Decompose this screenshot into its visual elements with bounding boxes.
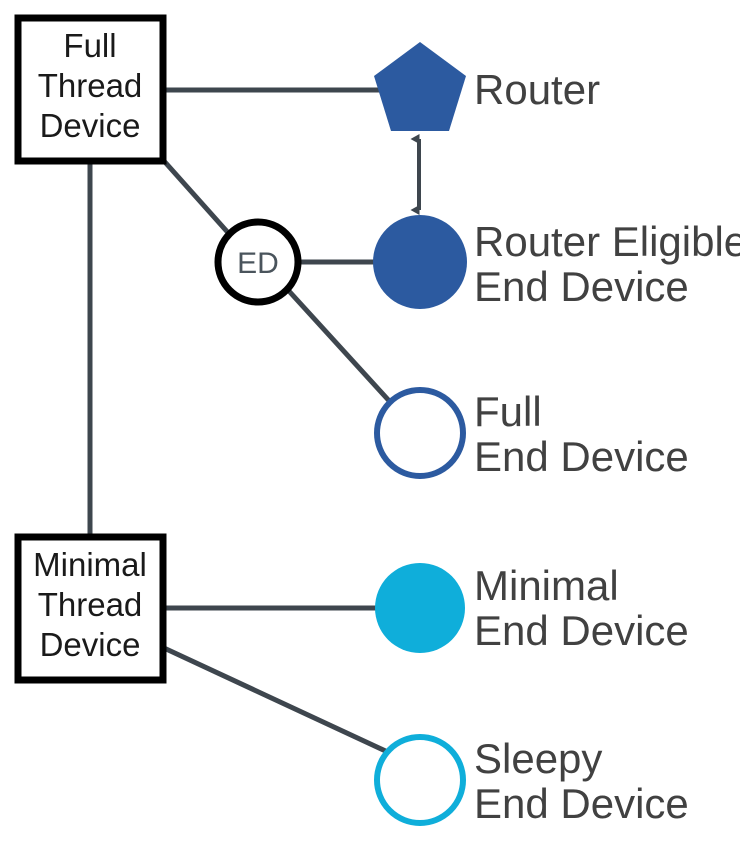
sleepy-end-device-circle-icon[interactable] (374, 734, 466, 826)
full-end-device-label-line-2: End Device (474, 433, 689, 480)
router-eligible-end-device-circle-icon[interactable] (373, 215, 467, 309)
full-end-device-circle-icon[interactable] (374, 387, 466, 479)
minimal-end-device-label-line-1: Minimal (474, 562, 619, 609)
minimal-thread-device-label-line-1: Minimal (33, 546, 147, 583)
full-end-device-label-group: Full End Device (474, 388, 689, 480)
minimal-end-device-circle-icon[interactable] (375, 563, 465, 653)
end-device-hub-node[interactable]: ED (214, 218, 302, 306)
minimal-end-device-label-group: Minimal End Device (474, 562, 689, 654)
router-label-group: Router (474, 66, 600, 113)
full-thread-device-label-line-1: Full (63, 27, 116, 64)
connector-ed-to-fed (286, 288, 394, 406)
router-label-line-1: Router (474, 66, 600, 113)
full-thread-device-label-line-3: Device (40, 107, 141, 144)
sleepy-end-device-label-group: Sleepy End Device (474, 735, 689, 827)
sleepy-end-device-label-line-1: Sleepy (474, 735, 602, 782)
minimal-thread-device-box[interactable] (14, 533, 167, 684)
full-thread-device-label-line-2: Thread (38, 67, 143, 104)
router-pentagon-icon[interactable] (374, 42, 466, 131)
end-device-hub-circle[interactable] (214, 218, 302, 306)
sleepy-end-device-label-line-2: End Device (474, 780, 689, 827)
minimal-thread-device-node[interactable]: Minimal Thread Device (14, 533, 167, 684)
full-end-device-label-line-1: Full (474, 388, 542, 435)
router-eligible-end-device-label-line-1: Router Eligible (474, 218, 740, 265)
minimal-thread-device-label-line-2: Thread (38, 586, 143, 623)
full-thread-device-node[interactable]: Full Thread Device (14, 14, 167, 165)
router-eligible-end-device-label-group: Router Eligible End Device (474, 218, 740, 310)
connector-mtd-to-sed (162, 645, 394, 757)
minimal-end-device-label-line-2: End Device (474, 607, 689, 654)
router-eligible-end-device-label-line-2: End Device (474, 263, 689, 310)
connector-group (87, 87, 421, 757)
minimal-thread-device-label-line-3: Device (40, 626, 141, 663)
full-thread-device-box[interactable] (14, 14, 167, 165)
connector-ftd-to-ed (162, 159, 233, 238)
end-device-hub-label: ED (237, 247, 279, 280)
